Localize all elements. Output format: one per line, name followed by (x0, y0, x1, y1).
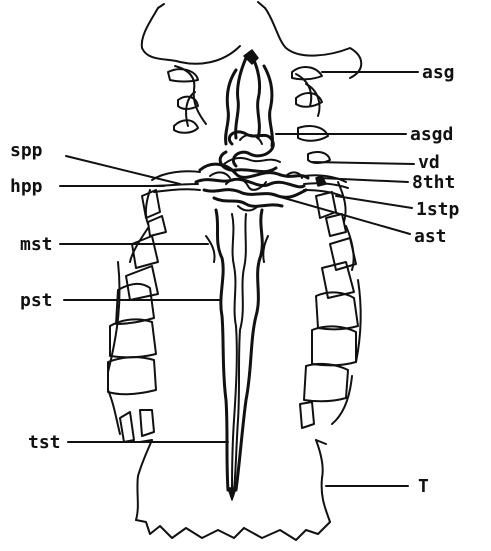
label-T: T (418, 476, 429, 497)
leader-lines (60, 72, 418, 486)
label-asg: asg (422, 62, 455, 83)
label-spp: spp (10, 140, 43, 161)
label-8tht: 8tht (412, 172, 455, 193)
label-hpp: hpp (10, 176, 43, 197)
label-tst: tst (28, 432, 61, 453)
central-structures (148, 50, 348, 500)
leader-ast (270, 194, 410, 234)
right-segment-plates (292, 67, 358, 428)
label-vd: vd (418, 152, 440, 173)
label-ast: ast (414, 226, 447, 247)
label-mst: mst (20, 234, 53, 255)
left-segment-plates (108, 69, 198, 442)
label-pst: pst (20, 290, 53, 311)
label-1stp: 1stp (416, 199, 460, 220)
leader-spp (66, 156, 180, 184)
label-asgd: asgd (410, 124, 453, 145)
leader-vd (312, 162, 414, 164)
leader-8tht (320, 178, 408, 182)
leader-1stp (336, 196, 412, 208)
